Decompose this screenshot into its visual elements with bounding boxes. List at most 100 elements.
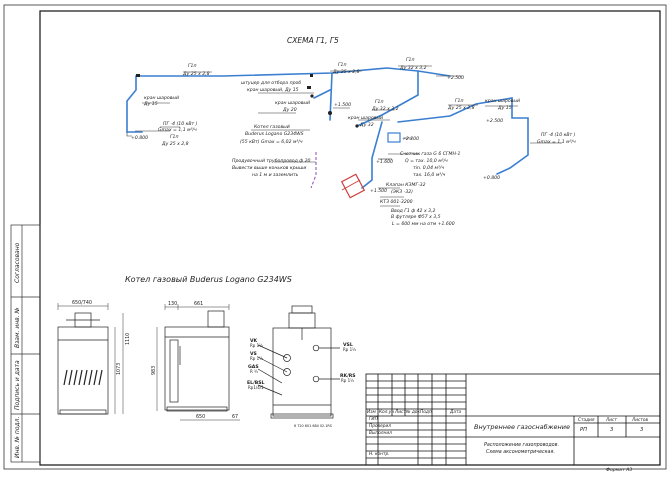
side-inv: Инв. № подл. (14, 417, 21, 458)
label-g1n-3: Г1п (406, 57, 415, 63)
klapan-1: Клапан КЗМГ-32 (386, 182, 426, 188)
kotel-2: Buderus Logano G234WS (245, 131, 304, 137)
elev-right1: +2.500 (486, 118, 503, 124)
pg-right-2: Gmax = 1,1 м³/ч (537, 139, 576, 145)
cut-off-valve (340, 173, 366, 199)
boiler-rear-view (257, 305, 340, 419)
boiler-side-dims (156, 304, 240, 421)
tb-list-h: Лист (605, 417, 617, 423)
prod-3: на 1 м и заземлить (252, 172, 299, 178)
gas-pipes (126, 67, 529, 189)
elev-left: +0.800 (131, 135, 148, 141)
tb-sheet-name-1: Расположение газопроводов. (484, 442, 559, 448)
tb-listov-v: 3 (640, 427, 643, 433)
tb-project: Внутреннее газоснабжение (474, 423, 570, 431)
tb-gip: ГИП (369, 416, 379, 422)
conn-vs: VS (250, 351, 257, 357)
dim-w1: 650/740 (72, 300, 92, 306)
boiler-side-view (164, 310, 230, 412)
tb-data: Дата (449, 409, 461, 415)
kotel-1: Котел газовый (254, 124, 290, 130)
tb-listov: Листов (631, 417, 649, 423)
label-g1n-1: Г1п (188, 63, 197, 69)
label-du-3: Ду 32 х 3,2 (399, 65, 427, 71)
side-stamp (10, 224, 41, 463)
title-block (365, 373, 661, 466)
tb-nkontr: Н. контр. (369, 451, 390, 457)
conn-gas-sub: R ¾ (250, 369, 258, 374)
boiler-front-dims (57, 303, 124, 414)
valve-markers (136, 74, 359, 128)
elev-top: +2.500 (447, 75, 464, 81)
dim-d3: 67 (232, 414, 238, 420)
tb-podp: Подп. (420, 409, 433, 415)
kotel-3: (55 кВт) Gmax = 6,02 м³/ч (240, 139, 303, 145)
conn-el-sub: Rp1/4/1 (248, 385, 264, 390)
label-g1n-left: Г1п (170, 134, 179, 140)
label-du-c1: Ду 32 х 3,2 (371, 106, 399, 112)
klapan-2: (ЭКЗ -32) (391, 189, 413, 195)
kran-mid-2: Ду 20 (282, 107, 297, 113)
conn-vsl-sub: Rp 1½ (343, 347, 356, 352)
prod-1: Продувочный трубопровод ф 20 (232, 158, 311, 164)
conn-vk-sub: Rp 1½ (250, 343, 263, 348)
elev-right2: +0.800 (483, 175, 500, 181)
elev-c1: +2.200 (402, 136, 419, 142)
tb-stadiya-v: РП (580, 427, 587, 433)
elev-mid: +1.500 (334, 102, 351, 108)
kran-mid-1: кран шаровый (275, 100, 310, 106)
boiler-code: 6 720 601 684 02.1RS (294, 424, 332, 428)
kts-label: КТЗ 001-3200 (380, 199, 413, 205)
label-du-2: Ду 25 х 2,8 (332, 69, 360, 75)
vvod-3: L = 600 мм на отм +1.600 (392, 221, 455, 227)
tb-format: Формат А3 (606, 467, 632, 473)
valve-arrow (341, 179, 361, 191)
vvod-1: Ввод Г1 ф 42 х 3,2 (391, 208, 436, 214)
side-soglasovano: Согласовано (14, 242, 21, 283)
tb-proveril: Проверил (369, 423, 391, 429)
kran-left-2: Ду 15 (143, 101, 158, 107)
schetchik-3: тin. 0,04 м³/ч (413, 165, 444, 171)
conn-vs-sub: Rp 1½ (250, 356, 263, 361)
schetchik-4: тах. 16,0 м³/ч (413, 172, 446, 178)
elev-c2: +1.600 (376, 159, 393, 165)
dim-h3: 983 (151, 366, 157, 375)
side-vzam: Взам. инв. № (14, 307, 21, 348)
tb-stadiya: Стадия (578, 417, 595, 423)
boiler-front-view (57, 312, 109, 415)
schetchik-1: Счетчик газа G 6 СГМН-1 (400, 151, 461, 157)
dim-h2: 1073 (116, 363, 122, 375)
kran-right-1: кран шаровый (485, 98, 520, 104)
tb-ndok: № док (405, 409, 420, 415)
conn-vk: VK (250, 338, 258, 344)
prod-2: Вывести выше коньков крыши (232, 165, 306, 171)
tb-list: Лист (394, 409, 406, 415)
kran-right-2: Ду 15 (497, 105, 512, 111)
tb-vypolnil: Выполнил (369, 430, 392, 436)
elev-c3: +1.500 (370, 188, 387, 194)
tb-kol: Кол.уч (379, 409, 394, 415)
shtuzer-2: кран шаровый, Ду 15 (247, 87, 299, 93)
pg-left-2: Gmax = 1,1 м³/ч (158, 127, 197, 133)
conn-vsl: VSL (343, 342, 353, 348)
label-g1n-c2: Г1п (455, 98, 464, 104)
kran-mid2-2: Ду 32 (359, 122, 374, 128)
dim-w2: 650 (196, 414, 205, 420)
scheme-title: СХЕМА Г1, Г5 (287, 36, 339, 45)
tb-list-v: 3 (610, 427, 613, 433)
label-du-left: Ду 25 х 2,8 (161, 141, 189, 147)
vvod-2: В футляре Ф57 х 3,5 (391, 214, 441, 220)
inner-frame (39, 10, 661, 466)
label-g1n-2: Г1п (338, 62, 347, 68)
conn-gas: GAS (248, 364, 259, 370)
label-du-1: Ду 25 х 2,8 (182, 71, 210, 77)
conn-rk: RK/RS (340, 373, 356, 379)
kran-left-1: кран шаровый (144, 95, 179, 101)
conn-rk-sub: Rp 1½ (341, 378, 354, 383)
dim-d1: 130 (168, 301, 177, 307)
kran-mid2-1: кран шаровый (348, 115, 383, 121)
label-du-c2: Ду 25 х 2,8 (447, 105, 475, 111)
pg-left-1: ПГ -4 (10 кВт ) (163, 121, 198, 127)
